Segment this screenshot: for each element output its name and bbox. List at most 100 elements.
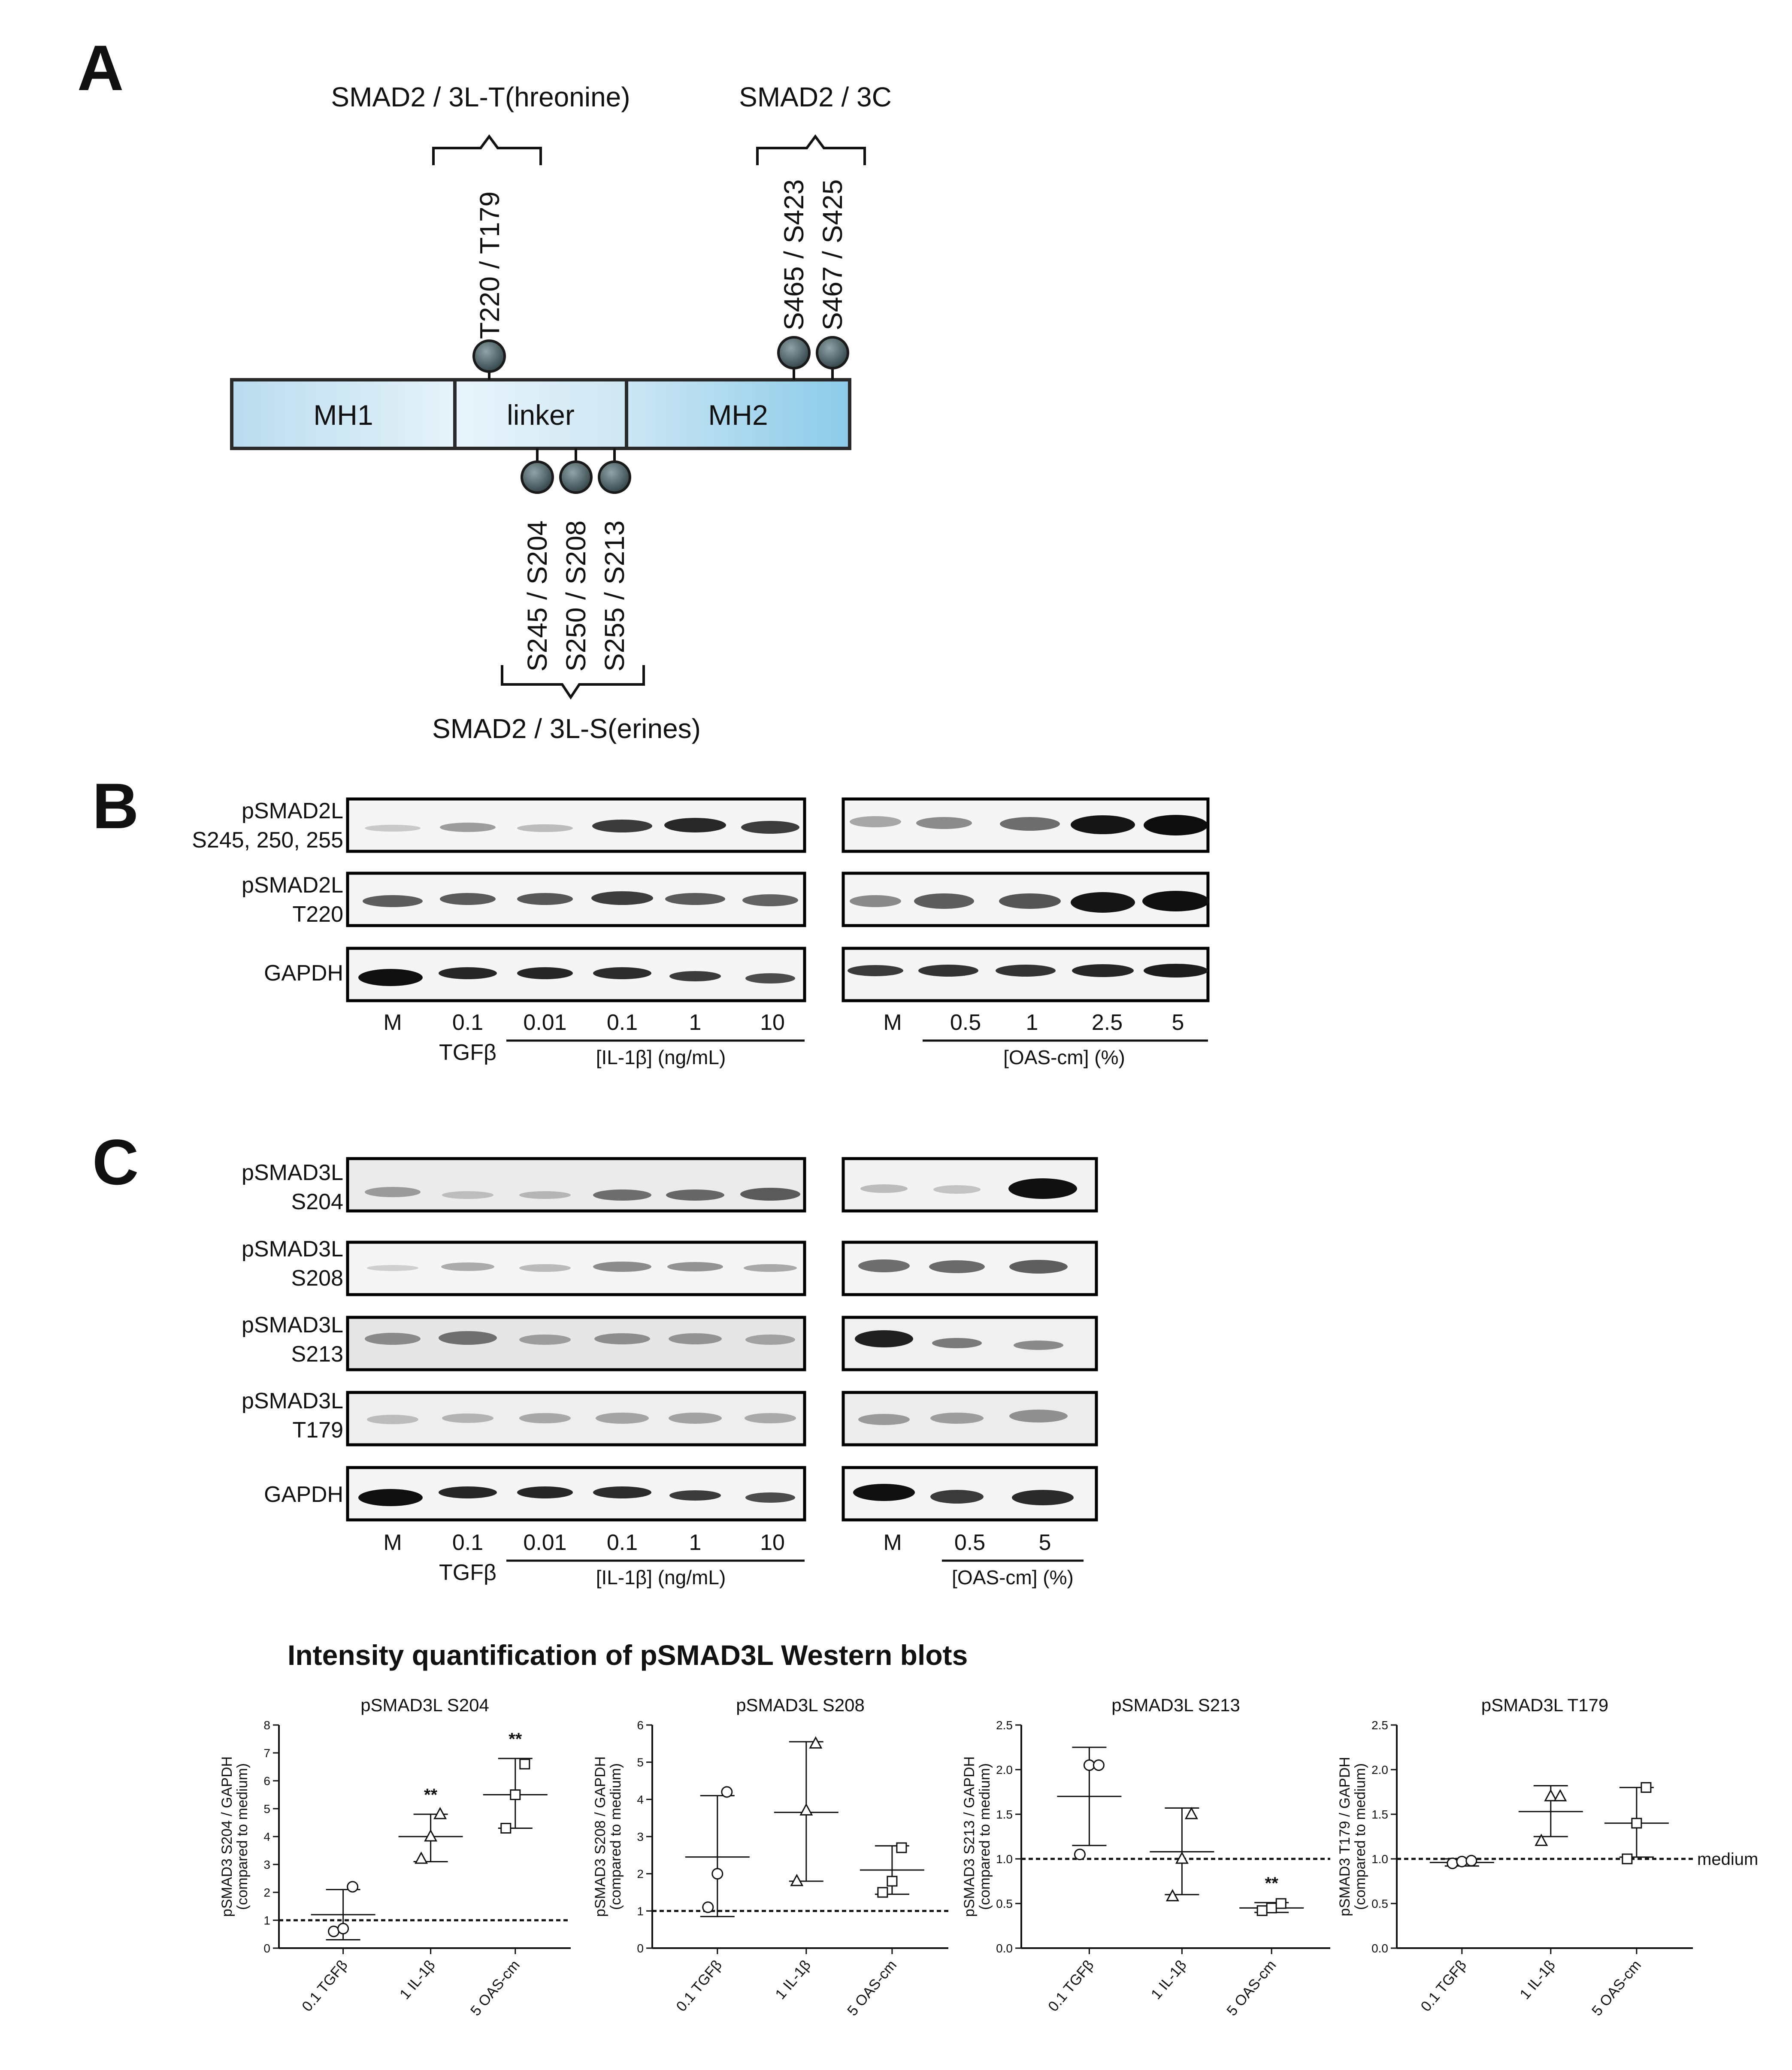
bands-c-row5-left	[358, 1486, 795, 1506]
blot-c-row2-label: pSMAD3L	[242, 1237, 343, 1262]
data-point	[1184, 1807, 1198, 1819]
data-point	[1465, 1855, 1477, 1867]
blot-b-row1-sublabel: S245, 250, 255	[192, 828, 343, 853]
y-tick-label: 4	[637, 1793, 644, 1806]
bands-b-row3-left	[358, 967, 795, 986]
y-tick-label: 2.0	[1371, 1763, 1388, 1776]
lane-c-left-6: 10	[760, 1530, 785, 1555]
lane-b-left-5: 1	[689, 1010, 702, 1035]
y-axis-label-2: (compared to medium)	[608, 1763, 624, 1910]
lane-b-right-5: 5	[1172, 1010, 1184, 1035]
data-point	[519, 1758, 530, 1770]
bands-c-row5-right	[853, 1484, 1074, 1505]
data-point	[1074, 1849, 1086, 1861]
bands-c-row1-right	[860, 1178, 1077, 1199]
y-tick-label: 1	[263, 1914, 270, 1927]
x-tick-label: 1 IL-1β	[772, 1957, 814, 2003]
data-point	[1165, 1889, 1179, 1901]
lane-b-right-1: M	[883, 1010, 902, 1035]
data-point	[721, 1786, 733, 1798]
data-point	[1622, 1853, 1633, 1864]
chart-title: pSMAD3L S208	[736, 1695, 865, 1715]
data-point	[1275, 1898, 1286, 1909]
series-1	[1057, 1746, 1122, 1861]
lane-b-right-2: 0.5	[950, 1010, 981, 1035]
blot-c-row4-label: pSMAD3L	[242, 1389, 343, 1413]
blot-c-row1-label: pSMAD3L	[242, 1160, 343, 1185]
x-tick-label: 0.1 TGFβ	[299, 1957, 351, 2015]
bands-c-row1-left	[365, 1187, 800, 1201]
phospho-site-t220	[472, 339, 506, 373]
series-3	[860, 1842, 924, 1898]
x-tick-label: 5 OAS-cm	[467, 1957, 523, 2019]
domain-label-linker: linker	[507, 399, 575, 431]
blot-c-row5-left	[346, 1466, 806, 1522]
lane-b-left-2: 0.1	[452, 1010, 483, 1035]
x-tick-label: 0.1 TGFβ	[673, 1957, 725, 2015]
series-1	[311, 1881, 375, 1940]
panel-label-b: B	[92, 770, 139, 842]
quant-title: Intensity quantification of pSMAD3L West…	[288, 1639, 968, 1671]
site-label-s467: S467 / S425	[817, 179, 848, 330]
y-tick-label: 5	[637, 1756, 644, 1769]
site-label-t220: T220 / T179	[474, 191, 505, 339]
y-tick-label: 1	[637, 1904, 644, 1918]
blot-c-row3-left	[346, 1316, 806, 1371]
bands-c-row4-left	[367, 1413, 796, 1424]
chart-title: pSMAD3L T179	[1481, 1695, 1609, 1715]
panel-b: B pSMAD2L S245, 250, 255 pSMAD2L T220 GA…	[92, 770, 1210, 1068]
significance-label: **	[424, 1786, 438, 1804]
data-point	[1266, 1902, 1277, 1913]
y-tick-label: 0.0	[996, 1942, 1013, 1955]
domain-mh1	[230, 378, 457, 450]
lanes-c-left: M 0.1 0.01 0.1 1 10	[383, 1530, 785, 1555]
data-point	[500, 1823, 512, 1834]
blot-c-row1-left	[346, 1157, 806, 1213]
domain-linker	[453, 378, 628, 450]
phospho-site-s250	[559, 460, 593, 494]
phospho-site-s467	[816, 336, 849, 369]
data-point	[510, 1789, 521, 1800]
data-point	[711, 1868, 723, 1880]
data-point	[337, 1923, 349, 1934]
bracket-label-c: SMAD2 / 3C	[739, 82, 892, 112]
data-point	[1544, 1789, 1558, 1801]
y-tick-label: 0.5	[996, 1897, 1013, 1910]
lane-c-left-3: 0.01	[523, 1530, 566, 1555]
blot-c-row4-left	[346, 1391, 806, 1447]
y-tick-label: 8	[263, 1719, 270, 1732]
bands-b-row3-right	[848, 964, 1208, 978]
x-tick-label: 1 IL-1β	[397, 1957, 439, 2003]
blot-b-row2-label: pSMAD2L	[242, 873, 343, 898]
blot-c-row5-label: GAPDH	[264, 1482, 343, 1507]
domain-label-mh1: MH1	[313, 399, 373, 431]
lane-b-left-4: 0.1	[607, 1010, 638, 1035]
bands-b-row2-left	[363, 891, 798, 907]
x-tick-label: 5 OAS-cm	[844, 1957, 900, 2019]
y-tick-label: 4	[263, 1830, 270, 1843]
blot-b-row3-left	[346, 947, 806, 1002]
phospho-site-s465	[777, 336, 811, 369]
site-label-s465: S465 / S423	[778, 179, 809, 330]
blot-c-row3-label: pSMAD3L	[242, 1313, 343, 1338]
panel-label-a: A	[77, 32, 124, 104]
domain-mh2	[625, 378, 851, 450]
data-point	[1456, 1855, 1468, 1867]
y-tick-label: 0.5	[1371, 1897, 1388, 1910]
bracket-serines	[501, 665, 645, 700]
data-point	[1093, 1759, 1105, 1771]
data-point	[1535, 1834, 1548, 1846]
data-point	[1083, 1759, 1095, 1771]
x-tick-label: 0.1 TGFβ	[1417, 1957, 1469, 2015]
treatment-c-il: [IL-1β] (ng/mL)	[596, 1566, 726, 1589]
y-tick-label: 1.5	[1371, 1808, 1388, 1821]
treatment-c-oas: [OAS-cm] (%)	[952, 1566, 1074, 1589]
y-axis-label: pSMAD3 S208 / GAPDH	[592, 1756, 608, 1917]
y-tick-label: 2.5	[1371, 1719, 1388, 1732]
series-1	[685, 1786, 750, 1917]
lane-c-left-1: M	[383, 1530, 402, 1555]
bands-b-row1-left	[365, 818, 799, 834]
data-point	[347, 1881, 359, 1893]
